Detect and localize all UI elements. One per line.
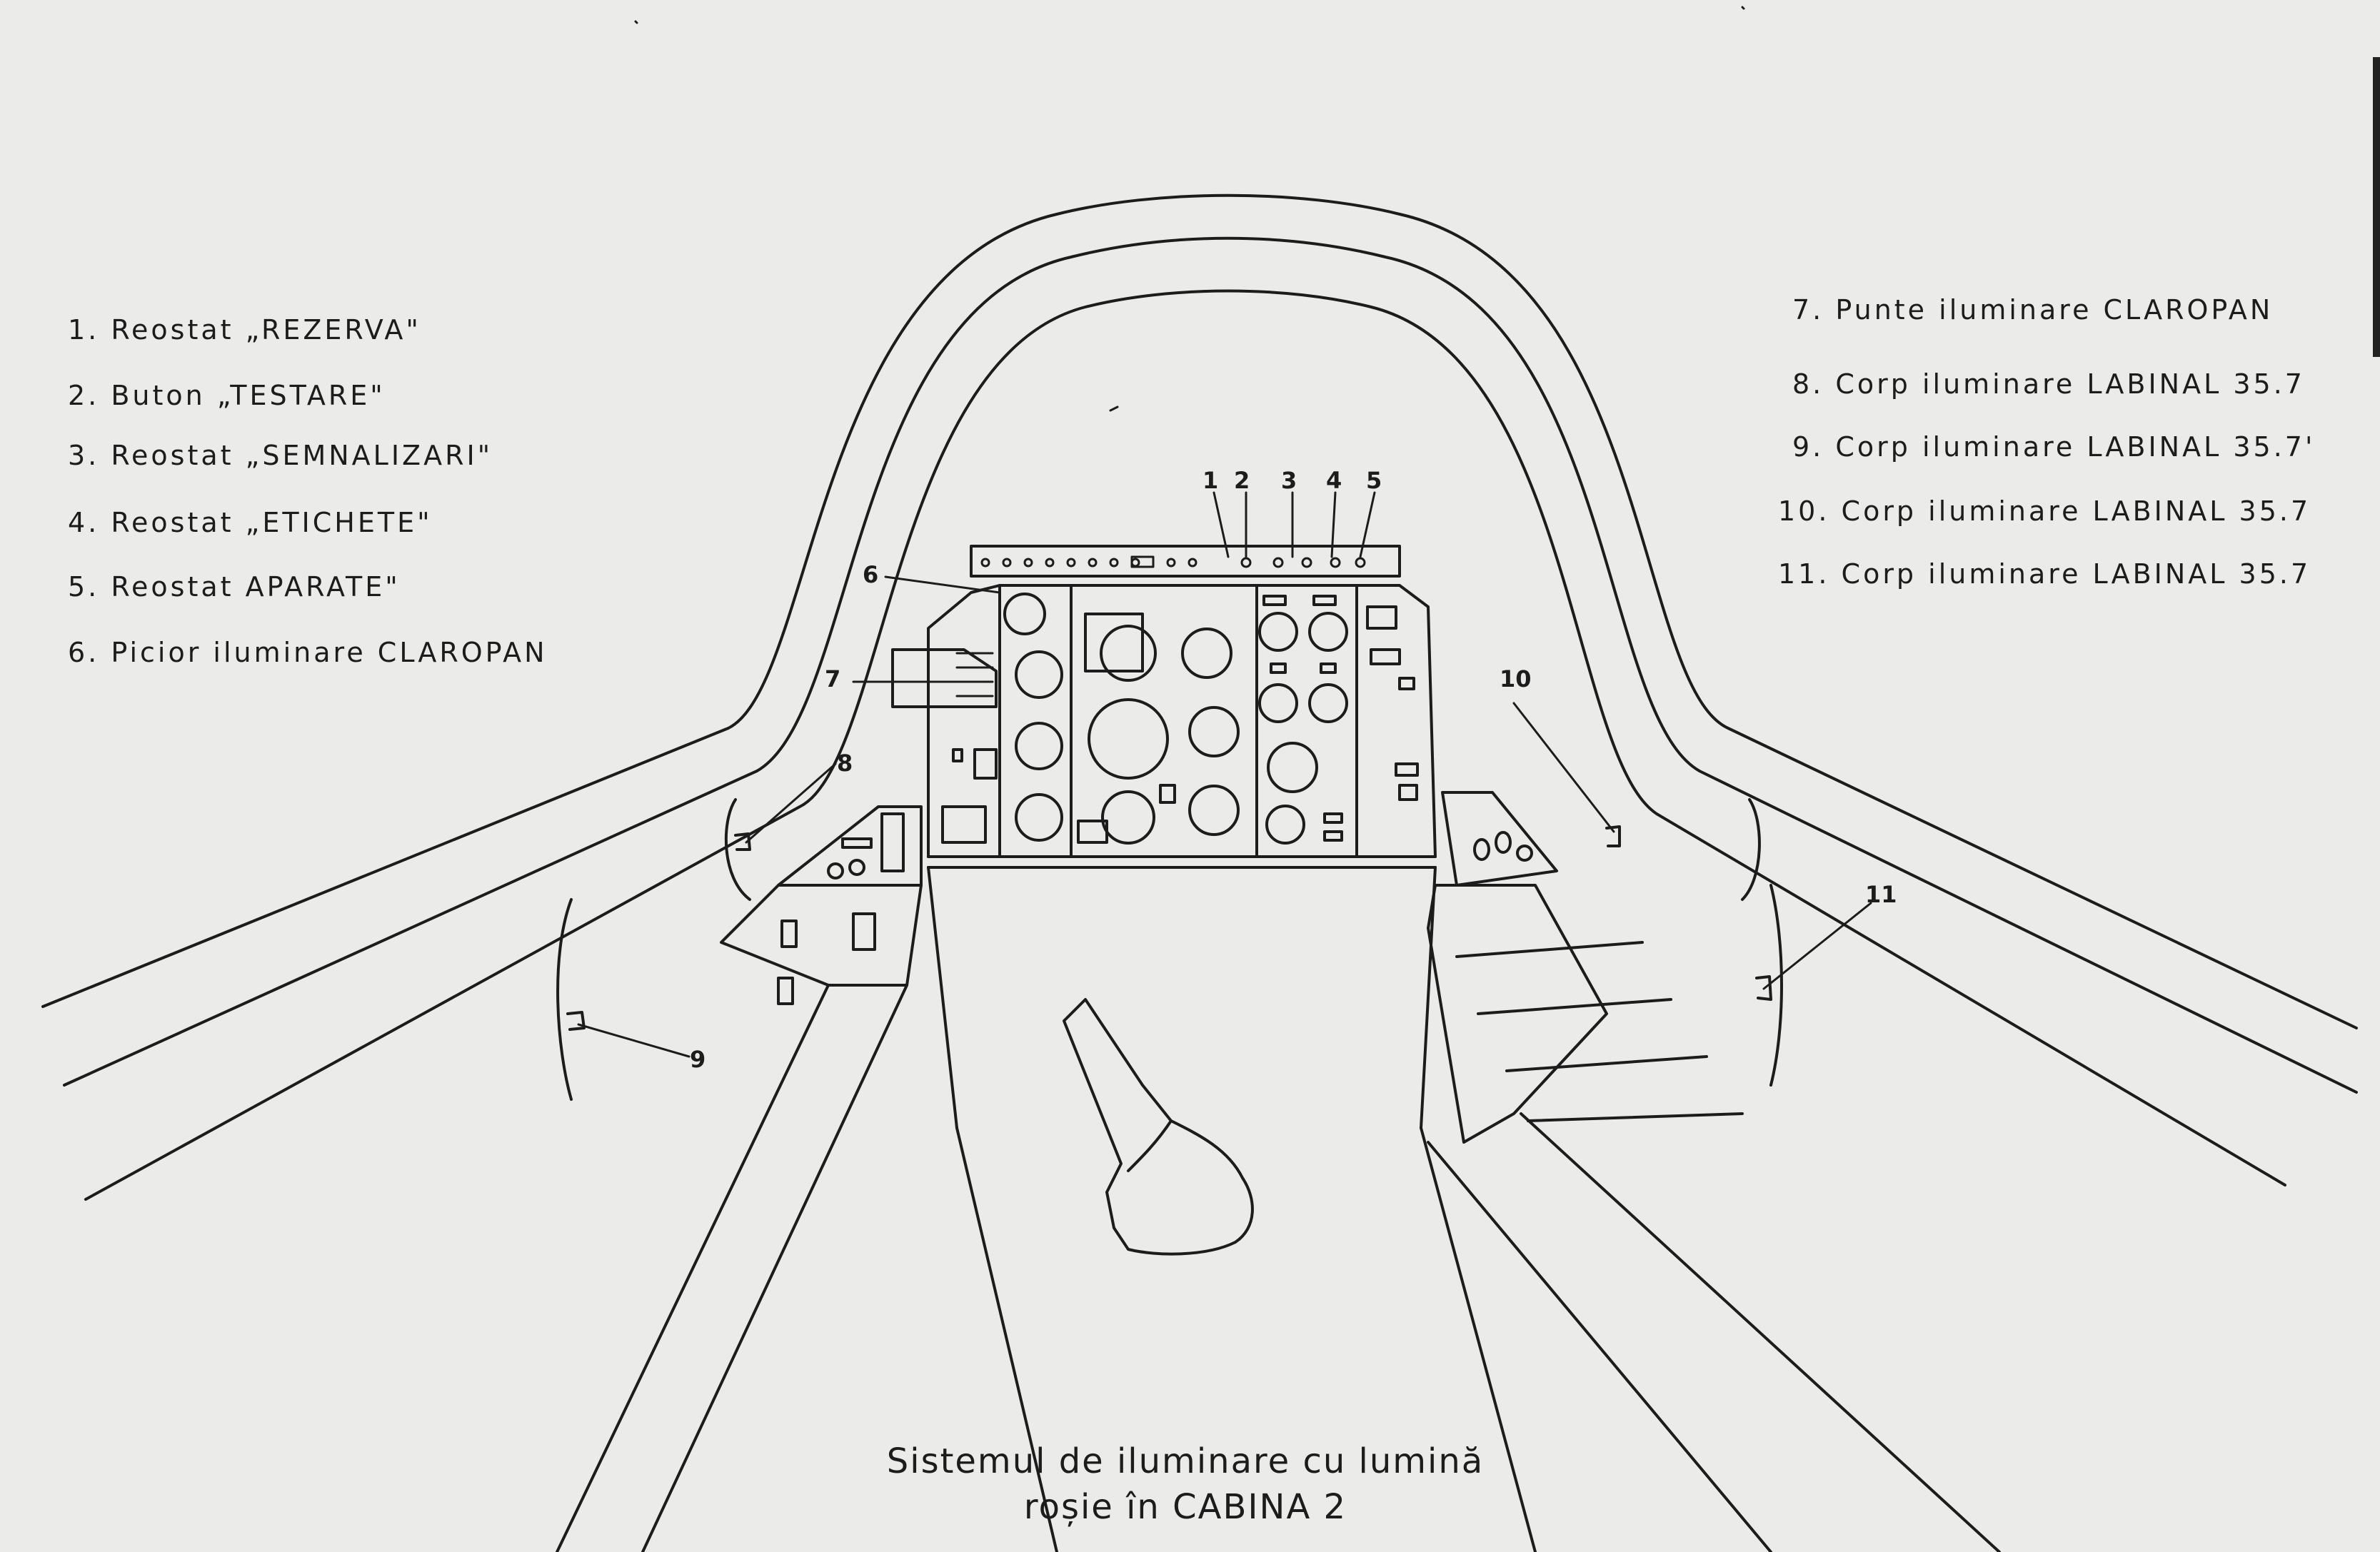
legend-item-3: 3. Reostat „SEMNALIZARI" <box>68 440 493 471</box>
legend-item-4: 4. Reostat „ETICHETE" <box>68 507 433 538</box>
callout-9: 9 <box>690 1046 706 1073</box>
callout-6: 6 <box>863 561 879 588</box>
legend-item-9: 9. Corp iluminare LABINAL 35.7' <box>1792 431 2315 463</box>
right-panel-gauges <box>1258 595 1419 845</box>
legend-num: 2. <box>68 380 100 411</box>
legend-num: 10. <box>1778 495 1830 527</box>
legend-item-8: 8. Corp iluminare LABINAL 35.7 <box>1792 368 2305 400</box>
callout-leaders <box>577 491 1872 1058</box>
legend-num: 7. <box>1792 294 1824 326</box>
center-pedestal <box>927 866 1437 1129</box>
legend-num: 6. <box>68 637 100 668</box>
legend-text: Corp iluminare LABINAL 35.7 <box>1841 558 2311 590</box>
callout-4: 4 <box>1326 467 1342 494</box>
legend-item-10: 10. Corp iluminare LABINAL 35.7 <box>1778 495 2311 527</box>
callout-11: 11 <box>1865 881 1897 908</box>
light-fixture-10 <box>1605 825 1621 847</box>
upper-switch-strip <box>970 545 1401 578</box>
legend-text: Reostat „REZERVA" <box>111 314 421 346</box>
legend-num: 9. <box>1792 431 1824 463</box>
control-stick <box>1063 998 1254 1256</box>
right-console-switches <box>1473 831 1533 862</box>
legend-item-2: 2. Buton „TESTARE" <box>68 380 386 411</box>
legend-num: 3. <box>68 440 100 471</box>
claropan-bridge <box>891 648 998 708</box>
legend-num: 11. <box>1778 558 1830 590</box>
canopy-middle-arch <box>63 236 2358 1094</box>
callout-2: 2 <box>1234 467 1250 494</box>
upper-strip-knobs <box>980 555 1366 568</box>
callout-5: 5 <box>1366 467 1382 494</box>
legend-text: Reostat „ETICHETE" <box>111 507 433 538</box>
legend-num: 8. <box>1792 368 1824 400</box>
canopy-inner-arch <box>84 289 2286 1201</box>
legend-text: Reostat APARATE" <box>111 571 401 603</box>
legend-text: Corp iluminare LABINAL 35.7 <box>1835 368 2305 400</box>
legend-text: Reostat „SEMNALIZARI" <box>111 440 493 471</box>
legend-num: 4. <box>68 507 100 538</box>
callout-8: 8 <box>837 750 853 777</box>
legend-text: Punte iluminare CLAROPAN <box>1835 294 2274 326</box>
callout-7: 7 <box>825 665 841 692</box>
callout-3: 3 <box>1281 467 1297 494</box>
left-console-switches <box>777 812 905 1005</box>
legend-num: 1. <box>68 314 100 346</box>
left-side-panel <box>724 798 751 901</box>
caption-line-1: Sistemul de iluminare cu lumină <box>886 1441 1485 1481</box>
light-fixture-11 <box>1755 975 1772 1001</box>
caption-line-2: roșie în CABINA 2 <box>1023 1487 1347 1527</box>
center-panel-gauges <box>1077 613 1240 845</box>
callout-1: 1 <box>1202 467 1219 494</box>
callout-10: 10 <box>1500 665 1532 692</box>
light-fixture-8 <box>734 832 751 851</box>
canopy-outer-arch <box>41 193 2358 1029</box>
instrument-panel <box>927 584 1437 858</box>
legend-item-11: 11. Corp iluminare LABINAL 35.7 <box>1778 558 2311 590</box>
legend-text: Picior iluminare CLAROPAN <box>111 637 548 668</box>
legend-text: Buton „TESTARE" <box>111 380 386 411</box>
legend-item-5: 5. Reostat APARATE" <box>68 571 401 603</box>
right-console <box>1441 791 1558 887</box>
legend-item-6: 6. Picior iluminare CLAROPAN <box>68 637 548 668</box>
left-panel-gauges <box>941 593 1063 844</box>
legend-item-1: 1. Reostat „REZERVA" <box>68 314 421 346</box>
light-fixture-9 <box>566 1011 586 1031</box>
legend-num: 5. <box>68 571 100 603</box>
legend-text: Corp iluminare LABINAL 35.7 <box>1841 495 2311 527</box>
legend-item-7: 7. Punte iluminare CLAROPAN <box>1792 294 2273 326</box>
page-edge-shadow <box>2373 57 2380 357</box>
diagram-caption: Sistemul de iluminare cu lumină roșie în… <box>828 1438 1542 1530</box>
legend-text: Corp iluminare LABINAL 35.7' <box>1835 431 2316 463</box>
stray-marks <box>634 6 1745 412</box>
